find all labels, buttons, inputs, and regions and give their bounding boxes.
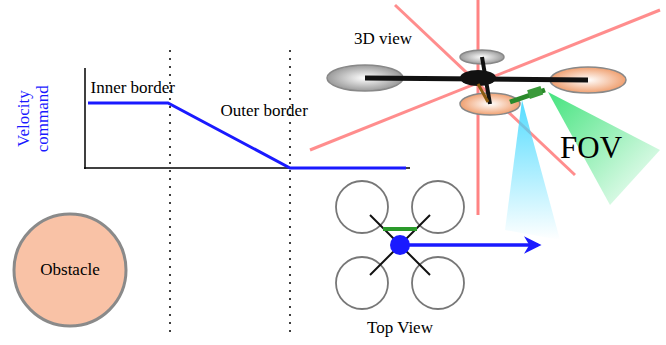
node-text: Obstacle (40, 260, 99, 280)
camera (383, 227, 417, 231)
obstacle-circle: Obstacle (12, 212, 128, 328)
axis-title: Velocity command (15, 78, 52, 158)
border-label: Inner border (91, 79, 176, 98)
drone-leg (478, 84, 488, 102)
fov-cone (505, 100, 560, 240)
border-label: Outer border (221, 102, 308, 121)
y-axis (84, 68, 86, 169)
drone-3d (310, 0, 660, 240)
distance-line (125, 244, 400, 247)
obstacle-shape (14, 214, 126, 326)
view-label: 3D view (354, 30, 412, 49)
outer-border-line (289, 50, 291, 335)
fov-label: FOV (560, 131, 622, 165)
heading-arrow (400, 243, 538, 247)
fov-cone (548, 92, 660, 205)
view-label: Top View (367, 319, 433, 338)
drone-top (125, 181, 538, 309)
drone-body (460, 70, 496, 86)
camera (527, 86, 543, 99)
axis-line (395, 5, 575, 175)
drone-center (390, 235, 410, 255)
